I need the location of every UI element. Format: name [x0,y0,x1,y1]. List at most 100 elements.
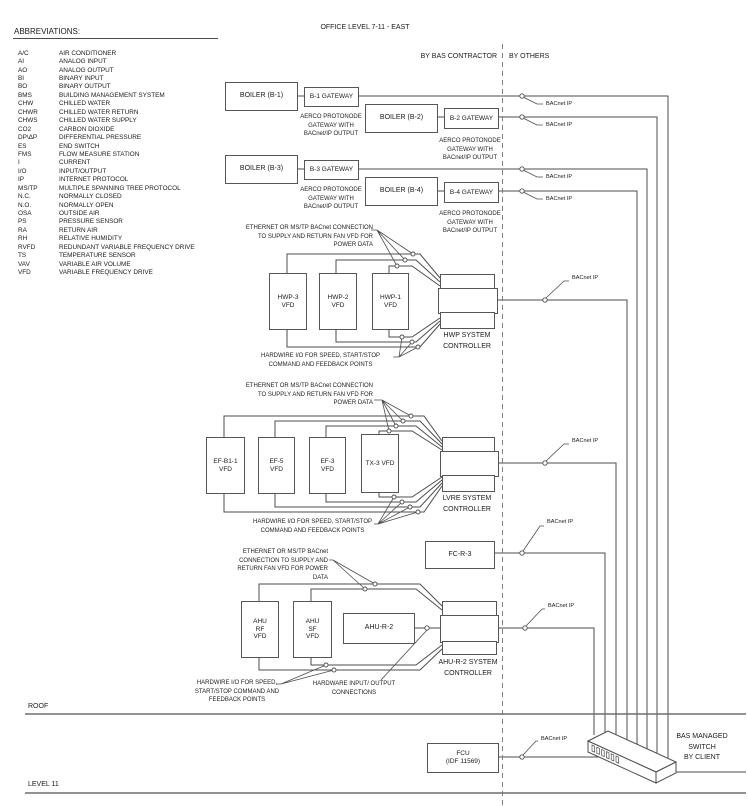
hwp-1-vfd-box: HWP-1 VFD [372,273,409,330]
network-switch-graphic [586,730,678,784]
abbreviation-code: IP [18,176,25,184]
abbreviation-name: REDUNDANT VARIABLE FREQUENCY DRIVE [59,243,195,251]
hwp-controller-label: HWP SYSTEM CONTROLLER [443,332,491,350]
connection-node-circles [323,93,548,760]
abbreviation-row: TS TEMPERATURE SENSOR [18,252,195,260]
lvre-io-note: HARDWIRE I/O FOR SPEED, START/STOP COMMA… [252,519,372,534]
ahu-sf-vfd-box: AHU SF VFD [293,601,332,658]
ef-b1-1-vfd-box: EF-B1-1 VFD [206,437,245,494]
bacnet-ip-label-hwp: BACnet IP [572,275,599,281]
abbreviation-code: MS/TP [18,184,38,192]
abbreviation-code: ES [18,142,27,150]
abbreviation-row: N.O. NORMALLY OPEN [18,201,195,209]
bacnet-ip-label-lvre: BACnet IP [572,438,599,444]
abbreviation-name: DIFFERENTIAL PRESSURE [59,134,142,142]
abbreviation-name: PRESSURE SENSOR [59,218,123,226]
abbreviation-name: AIR CONDITIONER [59,49,117,57]
abbreviation-row: FMS FLOW MEASURE STATION [18,150,195,158]
abbreviation-name: INPUT/OUTPUT [59,167,107,175]
abbreviation-row: VFD VARIABLE FREQUENCY DRIVE [18,268,195,276]
abbreviation-name: INTERNET PROTOCOL [59,176,129,184]
abbreviation-row: A/C AIR CONDITIONER [18,49,195,57]
abbreviation-code: BI [18,75,25,83]
abbreviation-row: I/O INPUT/OUTPUT [18,167,195,175]
gateway-b2-box: B-2 GATEWAY [444,108,499,129]
ahu-hardware-io-note: HARDWARE INPUT/ OUTPUT CONNECTIONS [312,681,396,696]
abbreviation-code: I [18,159,20,167]
bas-switch-label: BAS MANAGED SWITCH BY CLIENT [676,733,728,761]
annotation-leader-lines [276,96,569,756]
abbreviation-code: VAV [18,260,30,268]
switch-ports [591,744,619,764]
ef-3-vfd-box: EF-3 VFD [309,437,346,494]
lvre-controller-mid-module [440,451,499,477]
abbreviation-row: PS PRESSURE SENSOR [18,218,195,226]
hwp-controller-bottom-module [440,312,495,329]
abbreviation-name: ANALOG OUTPUT [59,66,114,74]
abbreviation-row: CO2 CARBON DIOXIDE [18,125,195,133]
abbreviation-row: RVFD REDUNDANT VARIABLE FREQUENCY DRIVE [18,243,195,251]
abbreviations-heading: ABBREVIATIONS: [14,27,81,36]
ahu-controller-mid-module [440,615,499,643]
lvre-controller-bottom-module [442,475,495,492]
aerco-note-3: AERCO PROTONODE GATEWAY WITH BACnet/IP O… [300,187,362,211]
bacnet-ip-label-b2: BACnet IP [546,122,573,128]
abbreviation-row: ES END SWITCH [18,142,195,150]
abbreviation-code: AO [18,66,28,74]
abbreviation-name: CARBON DIOXIDE [59,125,115,133]
abbreviations-underline [13,38,218,39]
abbreviation-code: CHW [18,100,34,108]
lvre-ethernet-note: ETHERNET OR MS/TP BACnet CONNECTION TO S… [245,383,373,407]
abbreviation-code: DP\ΔP [18,134,38,142]
hwp-3-vfd-box: HWP-3 VFD [269,273,307,330]
ef-5-vfd-box: EF-5 VFD [258,437,295,494]
bacnet-ip-label-b4: BACnet IP [546,196,573,202]
abbreviation-code: A/C [18,49,29,57]
abbreviation-row: BO BINARY OUTPUT [18,83,195,91]
abbreviation-name: FLOW MEASURE STATION [59,150,140,158]
abbreviation-name: CHILLED WATER SUPPLY [59,117,137,125]
tx-3-vfd-box: TX-3 VFD [361,434,399,493]
abbreviation-name: CHILLED WATER [59,100,111,108]
abbreviation-code: RH [18,235,28,243]
level-11-label: LEVEL 11 [28,781,59,788]
hwp-io-note: HARDWIRE I/O FOR SPEED, START/STOP COMMA… [260,353,380,368]
abbreviation-name: RELATIVE HUMIDITY [59,235,123,243]
abbreviation-row: MS/TP MULTIPLE SPANNING TREE PROTOCOL [18,184,195,192]
page-title: OFFICE LEVEL 7-11 - EAST [320,24,410,31]
abbreviation-name: BINARY OUTPUT [59,83,111,91]
abbreviation-name: NORMALLY CLOSED [59,193,122,201]
zone-label-by-others: BY OTHERS [509,53,550,60]
ahu-controller-label: AHU-R-2 SYSTEM CONTROLLER [438,659,498,677]
abbreviation-row: VAV VARIABLE AIR VOLUME [18,260,195,268]
gateway-b3-box: B-3 GATEWAY [304,160,359,180]
abbreviation-row: IP INTERNET PROTOCOL [18,176,195,184]
abbreviation-code: FMS [18,150,32,158]
hwp-2-vfd-box: HWP-2 VFD [319,273,357,330]
abbreviation-row: N.C. NORMALLY CLOSED [18,192,195,200]
abbreviation-row: BI BINARY INPUT [18,74,195,82]
abbreviation-code: OSA [18,210,32,218]
abbreviation-code: TS [18,252,27,260]
abbreviation-row: RA RETURN AIR [18,226,195,234]
abbreviation-row: DP\ΔP DIFFERENTIAL PRESSURE [18,133,195,141]
abbreviation-name: BINARY INPUT [59,75,104,83]
abbreviation-row: CHWS CHILLED WATER SUPPLY [18,117,195,125]
abbreviation-name: VARIABLE AIR VOLUME [59,260,131,268]
abbreviation-name: MULTIPLE SPANNING TREE PROTOCOL [59,184,181,192]
abbreviation-row: OSA OUTSIDE AIR [18,209,195,217]
abbreviation-row: CHWR CHILLED WATER RETURN [18,108,195,116]
abbreviation-code: RVFD [18,243,36,251]
ahu-r-2-box: AHU-R-2 [343,613,415,644]
boiler-b2-box: BOILER (B-2) [365,104,438,133]
abbreviation-code: AI [18,58,25,66]
bacnet-ip-label-ahu: BACnet IP [548,603,575,609]
abbreviation-code: I/O [18,167,27,175]
abbreviation-name: NORMALLY OPEN [59,201,114,209]
abbreviation-row: CHW CHILLED WATER [18,100,195,108]
bacnet-ip-label-b3: BACnet IP [546,174,573,180]
abbreviation-name: CHILLED WATER RETURN [59,108,139,116]
ahu-rf-vfd-box: AHU RF VFD [241,601,279,658]
